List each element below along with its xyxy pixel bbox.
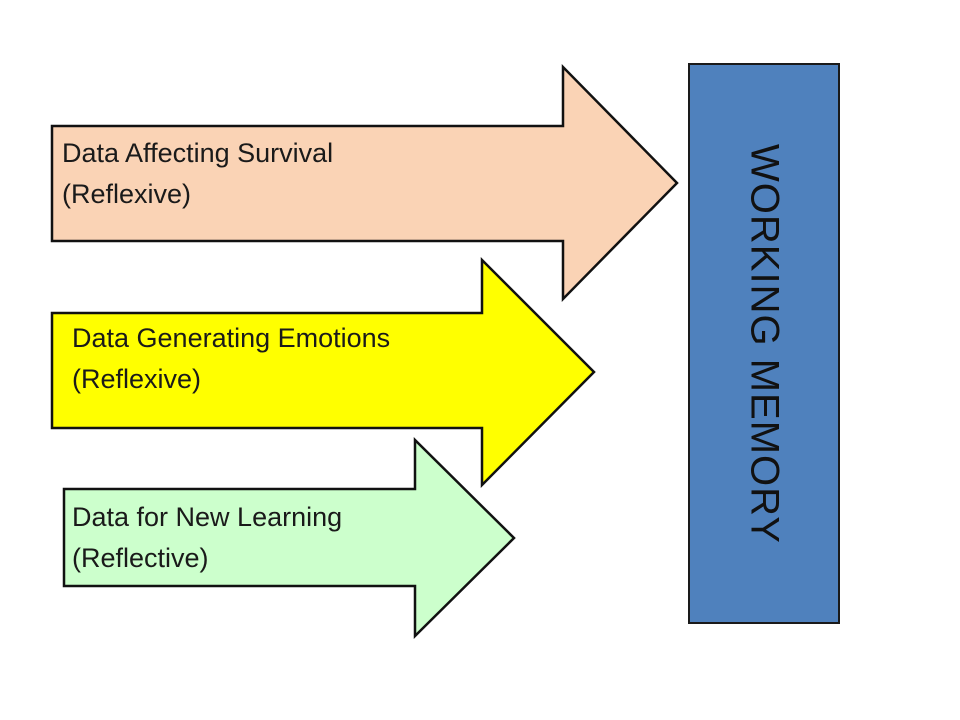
arrow-emotions-subtitle: (Reflexive): [72, 364, 202, 394]
working-memory-label: WORKING MEMORY: [742, 143, 787, 544]
arrow-emotions: [50, 256, 596, 489]
arrow-emotions-label: Data Generating Emotions (Reflexive): [72, 318, 390, 400]
arrow-learning-title: Data for New Learning: [72, 502, 343, 532]
working-memory-box: WORKING MEMORY: [688, 63, 840, 624]
arrow-survival: [50, 63, 679, 303]
arrow-learning-label: Data for New Learning (Reflective): [72, 497, 342, 579]
arrow-survival-title: Data Affecting Survival: [62, 138, 334, 168]
arrow-learning: [62, 437, 516, 639]
arrow-learning-subtitle: (Reflective): [72, 543, 209, 573]
arrow-survival-subtitle: (Reflexive): [62, 179, 192, 209]
arrow-emotions-title: Data Generating Emotions: [72, 323, 391, 353]
arrow-survival-label: Data Affecting Survival (Reflexive): [62, 133, 333, 215]
